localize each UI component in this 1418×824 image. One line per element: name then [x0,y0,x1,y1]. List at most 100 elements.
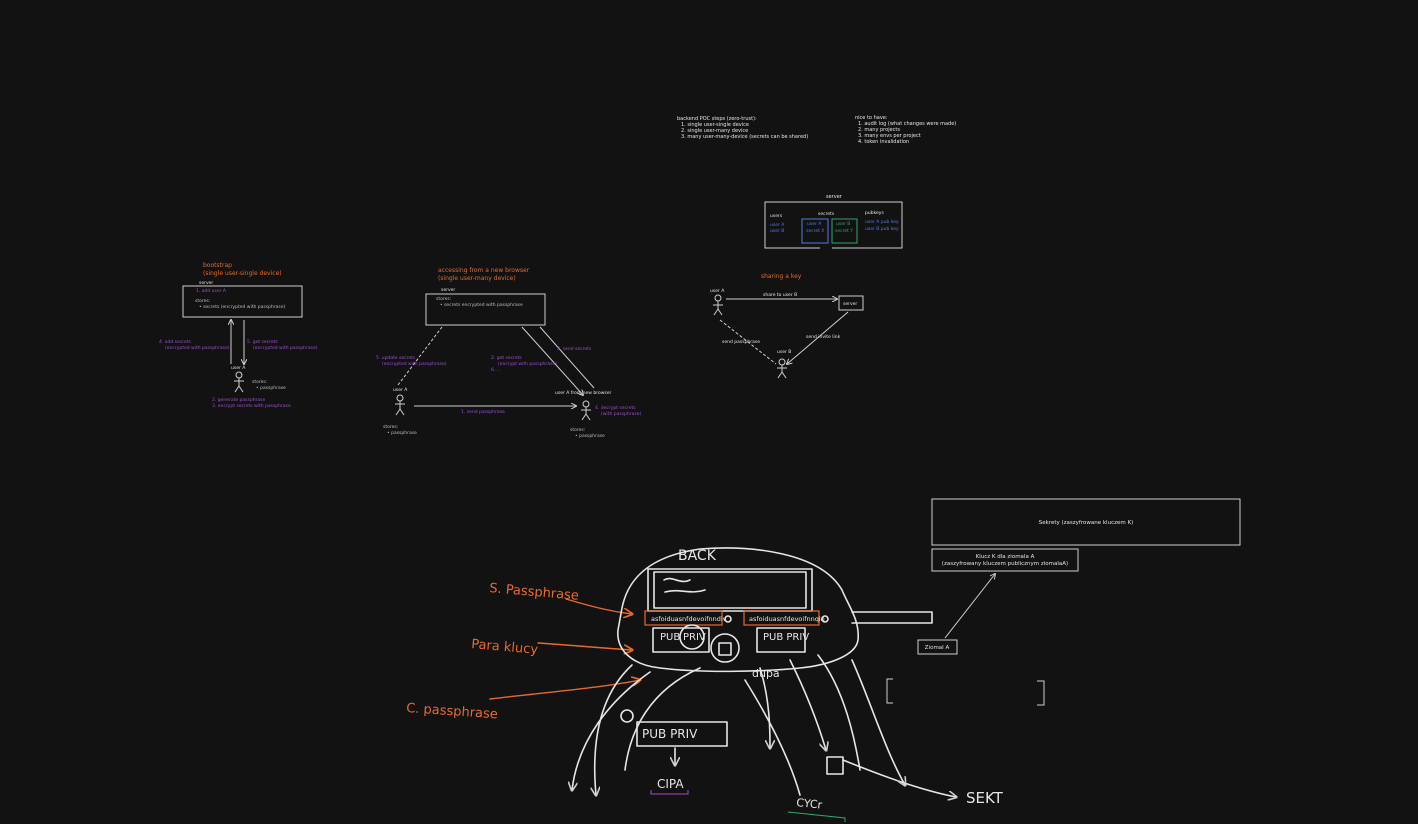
cipa-underline [650,790,689,795]
pub-priv-box [636,721,728,747]
access-title: accessing from a new browser [438,267,530,274]
sketch-line [744,679,801,796]
send-secrets-line [539,326,595,389]
access-stores: stores: [436,296,451,302]
field-2[interactable] [743,610,820,626]
stick-figure-icon [395,394,405,416]
passphrase-arrow [719,319,777,365]
sharing-diagram[interactable]: sharing a key user A server share to use… [710,273,864,379]
priv-label: PRIV [683,632,706,643]
field-1-text: asfoiduasnfdevoifnndiv [651,615,727,623]
access-step2: 2. get secrets [491,355,522,361]
sketch-line [759,667,770,748]
para-kluczy-note: Para klucy [471,637,539,658]
sketch-line [851,659,905,785]
wheel-circle [620,709,634,723]
secrets-header: secrets [818,211,835,217]
c-passphrase-note: C. passphrase [406,701,499,722]
pubkeys-row: user A pub key [865,219,899,225]
users-header: users [770,213,783,219]
bumper-bar [851,611,933,624]
send-pass-label: send passphrase [722,339,760,345]
bootstrap-title: bootstrap [203,262,232,269]
bootstrap-user-stores-item: • passphrase [256,385,286,391]
nice-item: 3. many envs per project [858,133,921,139]
s-passphrase-note: S. Passphrase [489,581,580,604]
nice-item: 2. many projects [858,127,900,133]
sharing-user-b-label: user B [777,349,791,355]
window-scribble [663,577,706,593]
stick-figure-icon [234,371,244,393]
share-label: share to user B [763,292,797,298]
bootstrap-server-box[interactable] [182,285,303,318]
cipa-label: CIPA [657,777,684,791]
key-box-line1: Klucz K dla ziomala A [976,554,1035,560]
secrets-box-label: Sekrety (zaszyfrowane kluczem K) [1039,520,1133,526]
field-2-knob [821,615,829,623]
sketch-line [817,654,861,771]
secrets-a-row: user A [807,221,822,227]
ziomal-box[interactable] [917,639,958,655]
pub-priv-box-label: PUB PRIV [642,727,698,741]
secrets-user-a-box[interactable] [801,218,829,244]
stick-figure-icon [581,400,591,421]
get-secrets-arrow [521,326,583,395]
pubkeys-row: user B pub key [865,226,899,232]
dupa-label: dupa [752,667,780,680]
access-step5b: (encrypted with passphrase) [382,361,447,367]
access-ua-item: • passphrase [387,430,417,436]
center-circle [710,633,740,663]
bootstrap-diagram[interactable]: bootstrap (single user-single device) se… [159,262,318,409]
cycr-underline [787,811,846,822]
poc-item: 3. many user-many-device (secrets can be… [681,134,808,140]
key-box-line2: (zaszyfrowany kluczem publicznym ziomala… [942,561,1068,567]
access-user-a2-label: user A from new browser [555,390,612,396]
access-diagram[interactable]: accessing from a new browser (single use… [376,267,641,439]
hand-sketch[interactable]: S. Passphrase Para klucy C. passphrase B… [406,547,1004,822]
nice-to-have-note[interactable]: nice to have: 1. audit log (what changes… [855,115,956,145]
key-boxes[interactable]: Sekrety (zaszyfrowane kluczem K) Klucz K… [886,498,1241,706]
pubpriv-label: PUB PRIV [763,632,809,643]
sekt-label: SEKT [966,789,1004,807]
priv-circle [679,624,705,650]
stick-figure-icon [777,358,787,379]
server-db-title: server [826,194,843,200]
c-pass-arrow [489,680,640,700]
sketch-line [789,659,826,750]
sketch-line [624,667,701,771]
bootstrap-step4: 4. add secrets [159,339,191,345]
poc-steps-note[interactable]: backend POC steps (zero-trust): 1. singl… [677,116,808,140]
stick-figure-icon [713,294,723,316]
access-ua-stores: stores: [383,424,398,430]
field-1[interactable] [644,610,723,626]
nice-item: 4. token invalidation [858,139,909,145]
ziomal-arrow [944,574,995,639]
users-row: user A [770,222,785,228]
access-server-label: server [441,287,455,293]
poc-title: backend POC steps (zero-trust): [677,116,757,122]
secrets-b-row: secret Y [835,228,853,234]
access-user-a-label: user A [393,387,408,393]
poc-item: 2. single user-many device [681,128,748,134]
bootstrap-stores-item: • secrets (encrypted with passphrase) [199,304,285,310]
access-server-box[interactable] [425,293,546,326]
bootstrap-stores: stores: [195,298,210,304]
access-step6: 6. ... [491,367,501,373]
cycr-label: CYCr [796,796,824,812]
nice-title: nice to have: [855,115,888,121]
access-step4b: (with passphrase) [601,411,641,417]
bootstrap-user-label: user A [231,365,246,371]
access-ub-item: • passphrase [575,433,605,439]
bootstrap-server-label: server [199,280,213,286]
rear-window [647,568,813,612]
poc-item: 1. single user-single device [681,122,749,128]
invite-label: send invite link [806,334,841,340]
secrets-user-b-box[interactable] [831,218,858,244]
server-db-box[interactable] [764,201,903,249]
secrets-box[interactable] [931,498,1241,546]
key-box[interactable] [931,548,1079,572]
sharing-server-box[interactable] [838,295,864,311]
server-db-diagram[interactable]: server users secrets pubkeys user A user… [764,194,903,249]
field-1-knob [724,615,732,623]
